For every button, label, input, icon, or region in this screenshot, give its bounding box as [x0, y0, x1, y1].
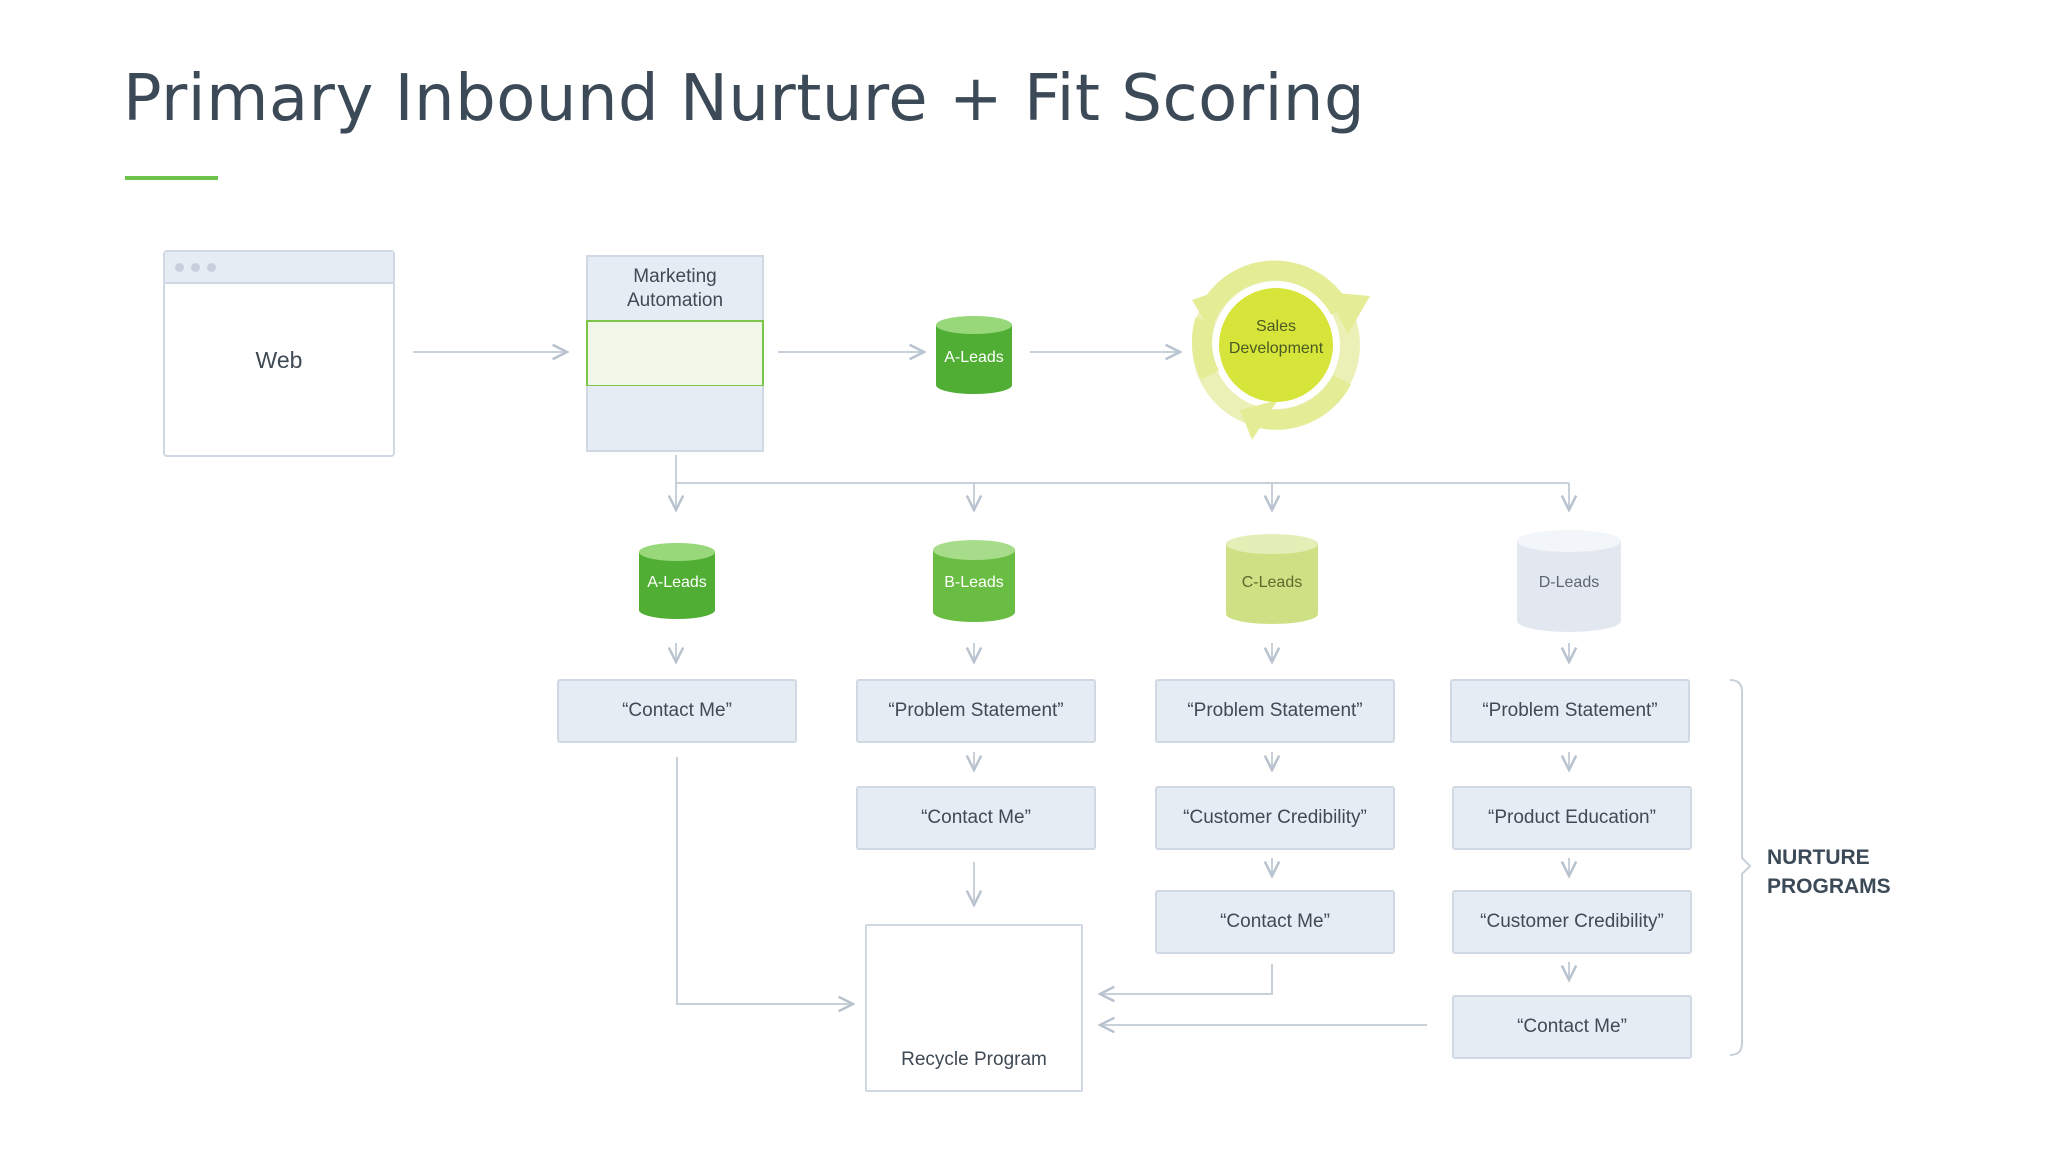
marketing-automation-platform — [586, 320, 764, 387]
cylinder-a-leads — [639, 543, 715, 619]
salesforce-crm — [586, 386, 764, 452]
lead-label-d: D-Leads — [1538, 574, 1600, 591]
step-d-customer-credibility: “Customer Credibility” — [1452, 890, 1692, 954]
cylinder-c-leads — [1226, 534, 1318, 624]
lead-label-a: A-Leads — [647, 574, 707, 591]
top-aleads-label: A-Leads — [944, 349, 1004, 366]
cylinder-b-leads — [933, 540, 1015, 622]
step-d-problem-statement: “Problem Statement” — [1450, 679, 1690, 743]
top-aleads-cylinder — [936, 316, 1012, 394]
sales-development-label: Sales Development — [1228, 318, 1324, 357]
step-c-problem-statement: “Problem Statement” — [1155, 679, 1395, 743]
lead-label-c: C-Leads — [1241, 574, 1303, 591]
step-a-contact-me: “Contact Me” — [557, 679, 797, 743]
window-dot — [207, 262, 216, 272]
lead-label-b: B-Leads — [944, 574, 1004, 591]
recycle-program-box: Recycle Program — [865, 924, 1083, 1092]
web-label: Web — [255, 347, 303, 373]
cylinder-d-leads — [1517, 530, 1621, 632]
arrow-c-to-recycle — [1100, 964, 1273, 994]
recycle-program-label: Recycle Program — [901, 1049, 1047, 1070]
window-dot — [175, 262, 184, 272]
title-underline — [125, 176, 218, 180]
step-d-contact-me: “Contact Me” — [1452, 995, 1692, 1059]
window-dot — [191, 262, 200, 272]
marketing-automation-label: Marketing Automation — [586, 255, 764, 321]
arrow-a-to-recycle — [676, 757, 853, 1004]
web-window: Web — [163, 250, 395, 457]
page-title: Primary Inbound Nurture + Fit Scoring — [123, 62, 1366, 136]
step-c-contact-me: “Contact Me” — [1155, 890, 1395, 954]
web-window-titlebar — [165, 252, 393, 284]
cycle-arrows-icon — [1191, 260, 1370, 440]
nurture-programs-label: NURTURE PROGRAMS — [1767, 846, 1891, 898]
step-d-product-education: “Product Education” — [1452, 786, 1692, 850]
step-c-customer-credibility: “Customer Credibility” — [1155, 786, 1395, 850]
step-b-problem-statement: “Problem Statement” — [856, 679, 1096, 743]
step-b-contact-me: “Contact Me” — [856, 786, 1096, 850]
nurture-bracket — [1729, 679, 1752, 1056]
